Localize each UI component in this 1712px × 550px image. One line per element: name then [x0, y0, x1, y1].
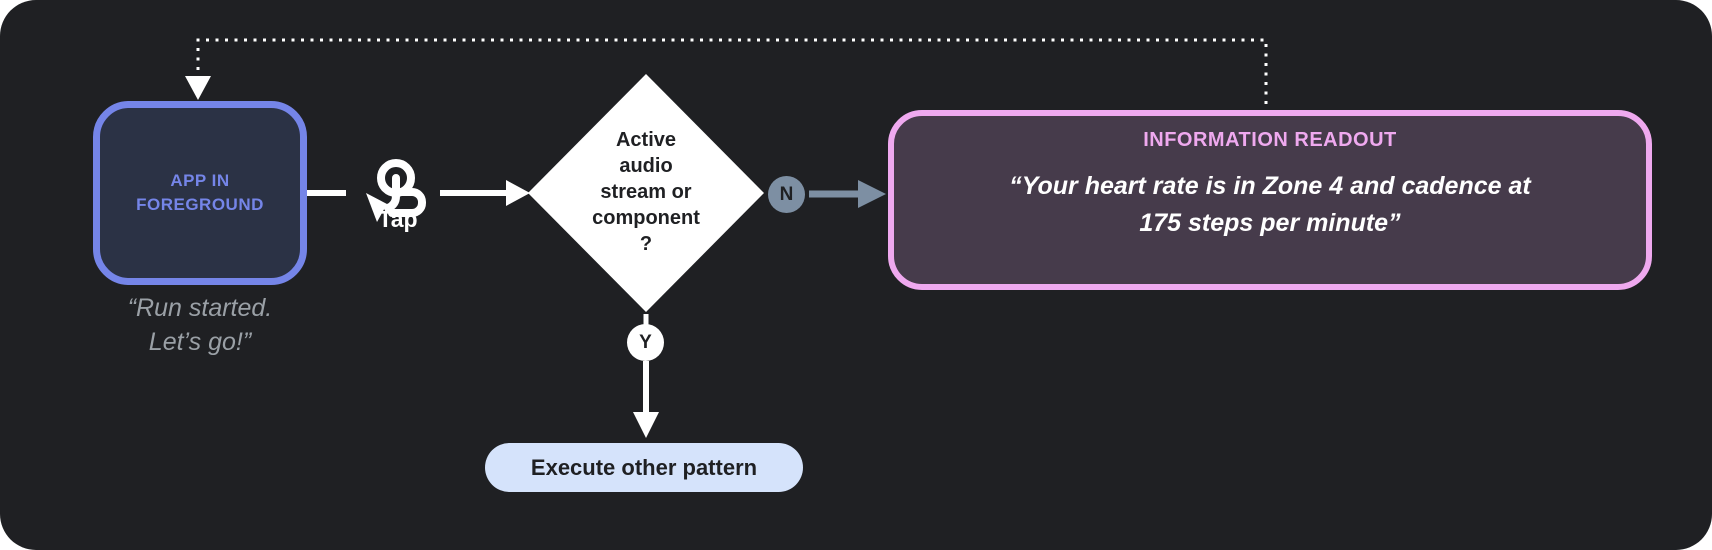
- decision-label-line3: stream or: [600, 181, 692, 203]
- branch-yes-badge: Y: [627, 324, 664, 361]
- branch-no-badge: N: [768, 176, 805, 213]
- decision-label: Active audio stream or component ?: [566, 127, 726, 257]
- decision-label-line2: audio: [619, 155, 673, 177]
- feedback-arrowhead-icon: [185, 76, 211, 100]
- run-started-quote: “Run started. Let’s go!”: [50, 291, 350, 359]
- run-started-quote-line1: “Run started.: [127, 294, 273, 322]
- decision-label-line5: ?: [639, 233, 653, 255]
- app-box-label-line1: APP IN: [170, 171, 230, 190]
- decision-label-line1: Active: [615, 129, 677, 151]
- arrowhead-no-to-readout-icon: [858, 180, 886, 208]
- feedback-dotted-connector: [196, 38, 1268, 104]
- readout-quote-line2: 175 steps per minute”: [1139, 209, 1401, 237]
- execute-other-pattern-node: Execute other pattern: [485, 443, 803, 492]
- decision-label-line4: component: [592, 207, 700, 229]
- readout-title: INFORMATION READOUT: [1143, 129, 1397, 151]
- tap-label: Tap: [378, 206, 418, 232]
- arrowhead-tap-to-decision-icon: [506, 180, 530, 206]
- arrowhead-yes-to-execute-icon: [633, 412, 659, 438]
- run-started-quote-line2: Let’s go!”: [148, 328, 252, 356]
- information-readout-node: INFORMATION READOUT “Your heart rate is …: [888, 110, 1652, 290]
- app-box-label-line2: FOREGROUND: [136, 195, 264, 214]
- readout-quote: “Your heart rate is in Zone 4 and cadenc…: [1009, 168, 1530, 242]
- readout-quote-line1: “Your heart rate is in Zone 4 and cadenc…: [1009, 172, 1531, 200]
- app-in-foreground-node: APP IN FOREGROUND: [93, 101, 307, 285]
